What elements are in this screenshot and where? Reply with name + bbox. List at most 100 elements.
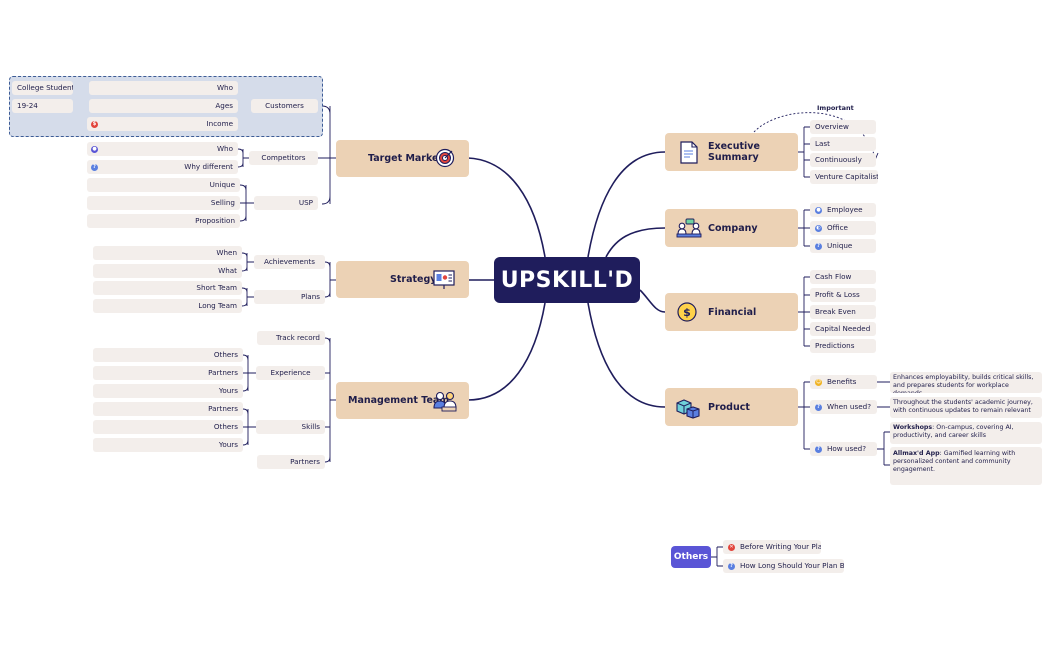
who-label: Who xyxy=(216,143,233,153)
person-icon: ● xyxy=(91,145,98,153)
node-company-unique[interactable]: ? Unique xyxy=(810,239,876,253)
node-cash-flow[interactable]: Cash Flow xyxy=(810,270,876,284)
central-topic[interactable]: UPSKILL'D xyxy=(494,257,640,303)
node-usp[interactable]: USP xyxy=(254,196,318,210)
topic-label: Product xyxy=(708,401,750,413)
node-when-used[interactable]: ? When used? xyxy=(810,400,877,414)
topic-financial[interactable]: $ Financial xyxy=(665,293,798,331)
question-icon: ? xyxy=(815,403,822,411)
node-long-team[interactable]: Long Team xyxy=(93,299,242,313)
topic-management-team[interactable]: Management Team xyxy=(336,382,469,419)
benefits-label: Benefits xyxy=(827,376,857,386)
node-proposition[interactable]: Proposition xyxy=(87,214,240,228)
topic-label: Target Market xyxy=(368,153,444,164)
topic-executive-summary[interactable]: Executive Summary xyxy=(665,133,798,171)
how-long-label: How Long Should Your Plan Be? xyxy=(740,560,844,570)
dollar-icon: $ xyxy=(91,120,98,128)
node-skills-partners[interactable]: Partners xyxy=(93,402,243,416)
node-how-long[interactable]: ? How Long Should Your Plan Be? xyxy=(723,559,844,573)
node-competitors-who[interactable]: ● Who xyxy=(87,142,238,156)
node-venture-capitalists[interactable]: Venture Capitalists xyxy=(810,170,878,184)
employee-label: Employee xyxy=(827,204,863,214)
topic-label: Executive Summary xyxy=(708,141,760,163)
node-why-different[interactable]: ? Why different xyxy=(87,160,238,174)
node-profit-loss[interactable]: Profit & Loss xyxy=(810,288,876,302)
node-partners[interactable]: Partners xyxy=(257,455,325,469)
node-how-used[interactable]: ? How used? xyxy=(810,442,877,456)
target-icon xyxy=(435,148,455,168)
node-when[interactable]: When xyxy=(93,246,242,260)
app-label: Allmax'd App xyxy=(893,450,940,457)
how-used-label: How used? xyxy=(827,443,867,453)
node-skills[interactable]: Skills xyxy=(256,420,325,434)
workshops-text: : On-campus, covering AI, productivity, … xyxy=(893,424,1014,439)
node-competitors[interactable]: Competitors xyxy=(249,151,318,165)
topic-label: Financial xyxy=(708,306,757,318)
topic-product[interactable]: Product xyxy=(665,388,798,426)
globe-icon: ◐ xyxy=(815,224,822,232)
question-icon: ? xyxy=(815,242,822,250)
node-last[interactable]: Last xyxy=(810,137,876,151)
node-exp-others[interactable]: Others xyxy=(93,348,243,362)
node-exp-yours[interactable]: Yours xyxy=(93,384,243,398)
node-customers[interactable]: Customers xyxy=(251,99,318,113)
node-skills-yours[interactable]: Yours xyxy=(93,438,243,452)
why-different-label: Why different xyxy=(184,161,233,171)
node-benefits-text[interactable]: Enhances employability, builds critical … xyxy=(890,372,1042,393)
important-label: Important xyxy=(815,104,856,112)
node-exp-partners[interactable]: Partners xyxy=(93,366,243,380)
node-capital-needed[interactable]: Capital Needed xyxy=(810,322,876,336)
office-desk-icon xyxy=(676,218,702,238)
app-text: : Gamified learning with personalized co… xyxy=(893,450,1016,473)
node-achievements[interactable]: Achievements xyxy=(254,255,325,269)
when-used-label: When used? xyxy=(827,401,872,411)
team-people-icon xyxy=(433,391,457,412)
node-benefits[interactable]: ☺ Benefits xyxy=(810,375,877,389)
node-selling[interactable]: Selling xyxy=(87,196,240,210)
close-circle-icon: ✕ xyxy=(728,543,735,551)
topic-others[interactable]: Others xyxy=(671,546,711,568)
node-break-even[interactable]: Break Even xyxy=(810,305,876,319)
node-app[interactable]: Allmax'd App: Gamified learning with per… xyxy=(890,447,1042,485)
before-label: Before Writing Your Plan xyxy=(740,541,821,551)
node-short-team[interactable]: Short Team xyxy=(93,281,242,295)
node-plans[interactable]: Plans xyxy=(254,290,325,304)
node-workshops[interactable]: Workshops: On-campus, covering AI, produ… xyxy=(890,422,1042,444)
node-skills-others[interactable]: Others xyxy=(93,420,243,434)
question-icon: ? xyxy=(728,562,735,570)
node-who[interactable]: Who xyxy=(89,81,238,95)
node-experience[interactable]: Experience xyxy=(256,366,325,380)
node-when-text[interactable]: Throughout the students' academic journe… xyxy=(890,397,1042,418)
node-income[interactable]: $ Income xyxy=(87,117,238,131)
question-icon: ? xyxy=(91,163,98,171)
node-unique[interactable]: Unique xyxy=(87,178,240,192)
smiley-icon: ☺ xyxy=(815,378,822,386)
topic-strategy[interactable]: Strategy xyxy=(336,261,469,298)
unique-label: Unique xyxy=(827,240,853,250)
svg-text:$: $ xyxy=(683,306,691,319)
person-icon: ● xyxy=(815,206,822,214)
boxes-icon xyxy=(676,399,700,419)
node-employee[interactable]: ● Employee xyxy=(810,203,876,217)
workshops-label: Workshops xyxy=(893,424,933,431)
node-college-students[interactable]: College Students xyxy=(12,81,73,95)
node-age-range[interactable]: 19-24 xyxy=(12,99,73,113)
node-ages[interactable]: Ages xyxy=(89,99,238,113)
question-icon: ? xyxy=(815,445,822,453)
topic-company[interactable]: Company xyxy=(665,209,798,247)
node-track-record[interactable]: Track record xyxy=(257,331,325,345)
document-icon xyxy=(680,141,698,164)
topic-label: Company xyxy=(708,222,758,234)
node-predictions[interactable]: Predictions xyxy=(810,339,876,353)
dollar-coin-icon: $ xyxy=(677,302,697,322)
node-office[interactable]: ◐ Office xyxy=(810,221,876,235)
node-what[interactable]: What xyxy=(93,264,242,278)
presentation-board-icon xyxy=(433,270,455,289)
node-continuously[interactable]: Continuously xyxy=(810,153,876,167)
income-label: Income xyxy=(206,118,233,128)
node-overview[interactable]: Overview xyxy=(810,120,876,134)
office-label: Office xyxy=(827,222,848,232)
node-before-writing[interactable]: ✕ Before Writing Your Plan xyxy=(723,540,821,554)
topic-label: Strategy xyxy=(390,274,437,285)
topic-target-market[interactable]: Target Market xyxy=(336,140,469,177)
